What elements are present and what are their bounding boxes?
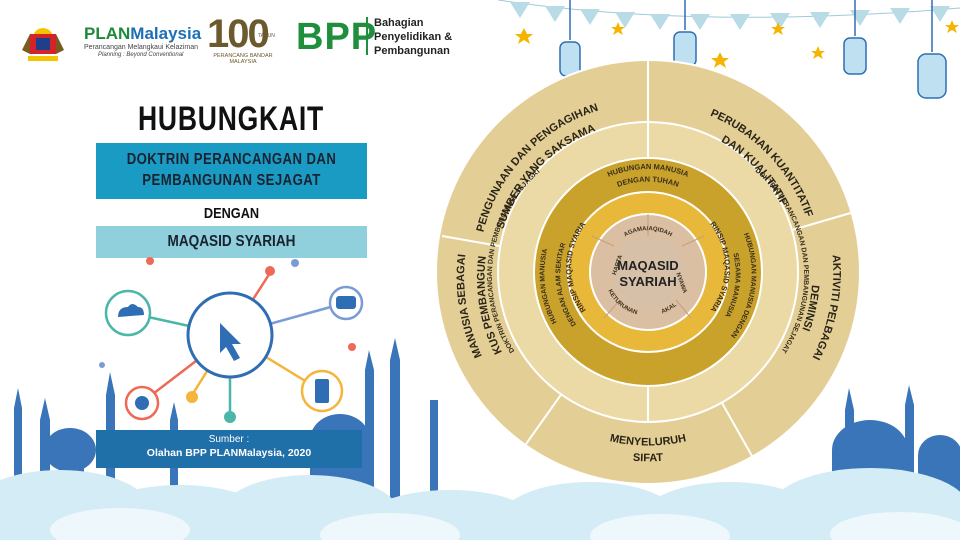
maqasid-concentric-diagram: MAQASID SYARIAH AGAMA/AQIDAH NYAWA AKAL … (436, 60, 860, 484)
gear-icon (135, 396, 149, 410)
header: PLANMalaysia Perancangan Melangkaui Kela… (0, 0, 960, 70)
source-label: Sumber : (208, 434, 250, 445)
centenary-subtitle: PERANCANG BANDAR MALAYSIA (213, 53, 273, 65)
center-label-line-1: MAQASID (617, 258, 678, 273)
plan-name-part: PLAN (84, 24, 131, 43)
source-box: Sumber : Olahan BPP PLANMalaysia, 2020 (96, 430, 362, 468)
plan-tagline-en: Planning : Beyond Conventional (98, 52, 184, 58)
malaysia-name-part: Malaysia (130, 24, 202, 43)
maqasid-banner: MAQASID SYARIAH (96, 226, 367, 258)
center-label-line-2: SYARIAH (619, 274, 676, 289)
phone-icon (315, 379, 329, 403)
bpp-line-3: Pembangunan (374, 45, 450, 57)
doctrine-banner: DOKTRIN PERANCANGAN DAN PEMBANGUNAN SEJA… (96, 143, 367, 199)
svg-text:MENYELURUH: MENYELURUH (609, 432, 687, 448)
outer-holistic-line-1: SIFAT (633, 452, 664, 465)
planmalaysia-logo-text: PLANMalaysia (84, 24, 201, 44)
centenary-logo-number: 100 (207, 12, 270, 56)
page-title: HUBUNGKAIT (137, 100, 325, 138)
cursor-hand-icon (220, 323, 241, 361)
centenary-tag: TAHUN (258, 33, 275, 39)
bpp-logo-text: BPP (296, 16, 378, 58)
cloud-icon (118, 304, 144, 317)
connector-text: DENGAN (203, 205, 260, 222)
network-illustration (99, 257, 364, 423)
plan-tagline: Perancangan Melangkaui Kelaziman (84, 44, 199, 51)
center-circle (612, 236, 684, 308)
doctrine-line-1: DOKTRIN PERANCANGAN DAN (126, 151, 337, 168)
bpp-divider (366, 17, 368, 55)
svg-text:SIFAT: SIFAT (633, 452, 664, 465)
bpp-line-1: Bahagian (374, 17, 424, 29)
chat-icon (336, 296, 356, 309)
bpp-line-2: Penyelidikan & (374, 31, 453, 43)
malaysia-crest-icon (22, 28, 64, 61)
outer-holistic-line-2: MENYELURUH (609, 432, 687, 448)
maqasid-text: MAQASID SYARIAH (167, 233, 296, 250)
doctrine-line-2: PEMBANGUNAN SEJAGAT (142, 172, 321, 189)
source-text: Olahan BPP PLANMalaysia, 2020 (146, 447, 312, 459)
